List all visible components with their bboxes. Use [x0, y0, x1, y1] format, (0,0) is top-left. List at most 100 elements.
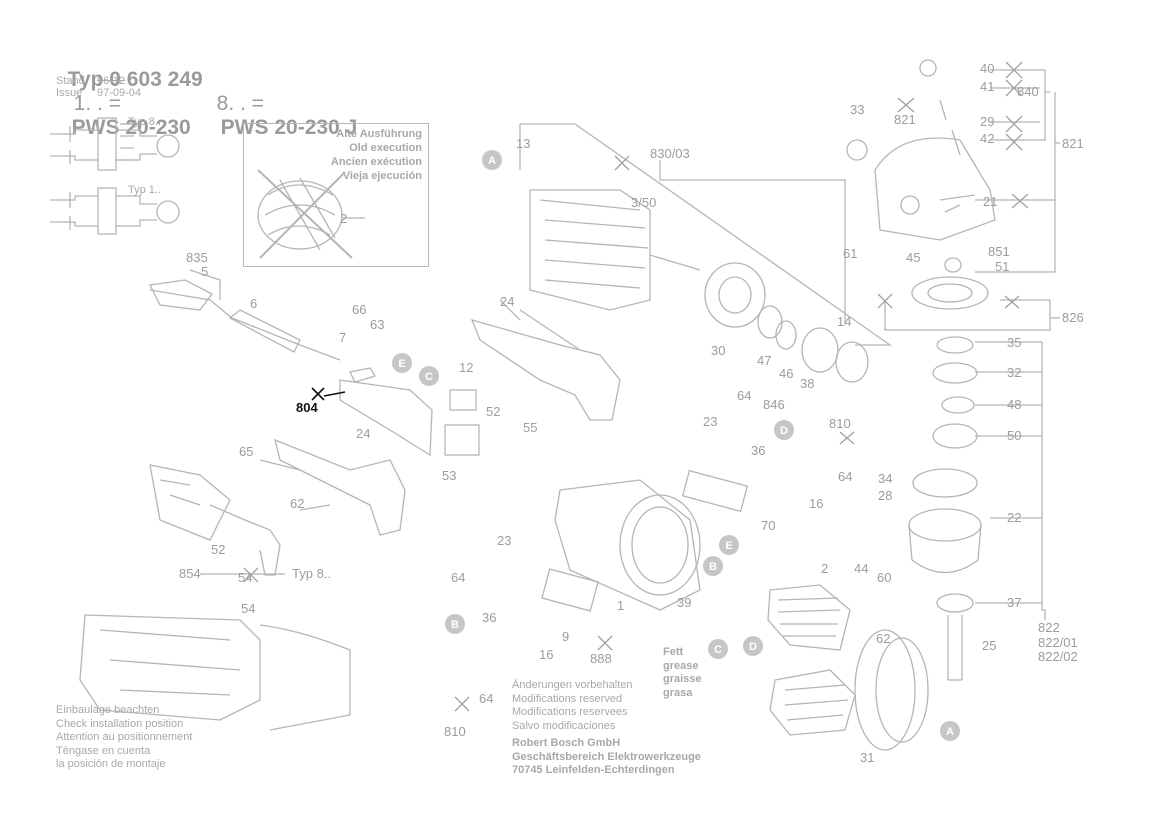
label-888: 888 — [590, 651, 612, 666]
armature — [529, 189, 869, 383]
label-64-top: 64 — [737, 388, 751, 403]
label-24-upper: 24 — [500, 294, 514, 309]
label-47: 47 — [757, 353, 771, 368]
install-note-fr: Attention au positionnement — [56, 731, 193, 743]
handle-detail — [149, 464, 281, 576]
label-822: 822 — [1038, 620, 1060, 635]
title-line-2: 8. . = PWS 20-230 J — [205, 68, 358, 140]
type-code-2: 8. . = — [216, 92, 264, 115]
reference-brackets — [519, 69, 1060, 620]
badge-e-switch-text: E — [398, 358, 405, 370]
badge-d-coil — [743, 636, 763, 656]
company-name: Robert Bosch GmbH — [512, 737, 621, 749]
label-52-switch: 52 — [486, 404, 500, 419]
label-822-01: 822/01 — [1038, 635, 1078, 650]
label-40: 40 — [980, 61, 994, 76]
label-826: 826 — [1062, 310, 1084, 325]
install-note-es-2: la posición de montaje — [56, 758, 166, 770]
label-3-50: 3/50 — [631, 195, 656, 210]
label-48: 48 — [1007, 397, 1021, 412]
label-16-right: 16 — [809, 496, 823, 511]
label-29: 29 — [980, 114, 994, 129]
badge-a-bottom — [940, 721, 960, 741]
label-23-right: 23 — [703, 414, 717, 429]
label-840: 840 — [1017, 84, 1039, 99]
old-execution-part — [257, 169, 365, 259]
wiring-diagram-typ8 — [50, 117, 180, 171]
label-30: 30 — [711, 343, 725, 358]
motor-housing — [541, 469, 749, 612]
label-804: 804 — [296, 400, 318, 415]
label-25: 25 — [982, 638, 996, 653]
badge-c-switch — [419, 366, 439, 386]
label-65: 65 — [239, 444, 253, 459]
label-60: 60 — [877, 570, 891, 585]
type-code-1: 1. . = — [73, 92, 121, 115]
badge-c-switch-text: C — [425, 371, 433, 383]
label-44: 44 — [854, 561, 868, 576]
badge-a-top — [482, 150, 502, 170]
part-number-labels: 2 835 5 6 66 7 63 804 24 12 52 24 53 55 … — [179, 61, 1084, 765]
label-28: 28 — [878, 488, 892, 503]
wiring-typ1-label: Typ 1.. — [128, 184, 162, 196]
company-address: Robert Bosch GmbH Geschäftsbereich Elekt… — [512, 737, 701, 778]
reference-badges — [392, 150, 960, 741]
old-execution-fr: Ancien exécution — [330, 156, 422, 168]
handle-upper — [470, 299, 621, 421]
label-21: 21 — [983, 194, 997, 209]
label-36-right: 36 — [751, 443, 765, 458]
label-62-right: 62 — [876, 631, 890, 646]
label-35: 35 — [1007, 335, 1021, 350]
part-804-mark — [311, 387, 346, 401]
deleted-part-marks — [243, 61, 1029, 712]
company-city: 70745 Leinfelden-Echterdingen — [512, 764, 675, 776]
label-33: 33 — [850, 102, 864, 117]
badge-c-coil-text: C — [714, 644, 722, 656]
label-34: 34 — [878, 471, 892, 486]
badge-b-left-text: B — [451, 619, 459, 631]
grease-note: Fett grease graisse grasa — [663, 646, 702, 700]
switch-assembly — [339, 367, 480, 457]
label-64-right: 64 — [838, 469, 852, 484]
label-16-left: 16 — [539, 647, 553, 662]
old-execution-de: Alte Ausführung — [336, 128, 422, 140]
label-typ8-lower: Typ 8.. — [292, 566, 331, 581]
label-24-lower: 24 — [356, 426, 370, 441]
badge-d-right — [774, 420, 794, 440]
badge-b-left — [445, 614, 465, 634]
old-execution-inset: Alte Ausführung Old execution Ancien exé… — [243, 123, 429, 267]
label-62-handle: 62 — [290, 496, 304, 511]
label-810-left: 810 — [444, 724, 466, 739]
label-55: 55 — [523, 420, 537, 435]
wiring-typ8-label: Typ 8.. — [128, 116, 162, 128]
label-42: 42 — [980, 131, 994, 146]
field-coils — [767, 584, 929, 751]
badge-a-top-text: A — [488, 155, 496, 167]
badge-d-right-text: D — [780, 425, 788, 437]
installed-position-view — [79, 614, 351, 731]
old-execution-labels: Alte Ausführung Old execution Ancien exé… — [331, 127, 422, 183]
install-note-en: Check installation position — [56, 717, 184, 730]
label-53: 53 — [442, 468, 456, 483]
badge-e-coil-text: E — [725, 540, 732, 552]
label-22: 22 — [1007, 510, 1021, 525]
mod-note-es: Salvo modificaciones — [512, 719, 616, 732]
label-846: 846 — [763, 397, 785, 412]
label-14: 14 — [837, 314, 851, 329]
old-execution-en: Old execution — [349, 142, 422, 154]
label-70: 70 — [761, 518, 775, 533]
label-830-03: 830/03 — [650, 146, 690, 161]
label-37: 37 — [1007, 595, 1021, 610]
grease-de: Fett — [663, 646, 684, 658]
model-name-2: PWS 20-230 J — [220, 116, 358, 139]
spindle-stack — [908, 336, 982, 681]
model-name-1: PWS 20-230 — [71, 116, 191, 139]
grease-fr: graisse — [663, 673, 702, 685]
badge-b-coil-text: B — [709, 561, 717, 573]
issue-date: 97-09-04 — [97, 87, 142, 99]
handle-lower — [259, 438, 406, 536]
stand-label: Stand — [56, 75, 85, 87]
gear-head — [846, 59, 996, 310]
label-61: 61 — [843, 246, 857, 261]
mod-note-de: Änderungen vorbehalten — [512, 679, 633, 691]
